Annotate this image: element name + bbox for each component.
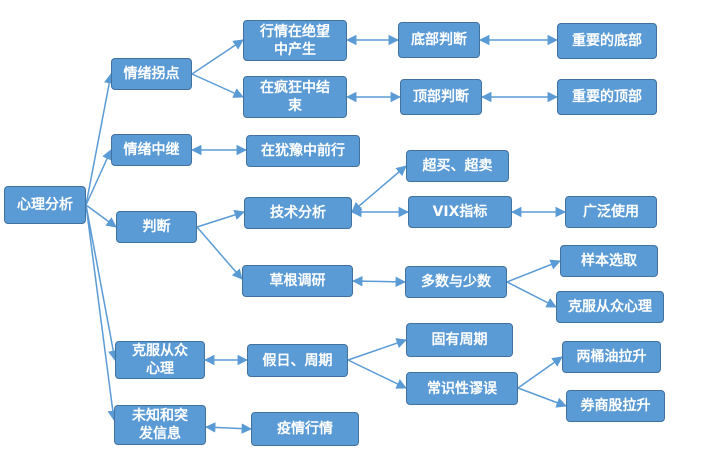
node-two-barrels-oil[interactable]: 两桶油拉升 — [562, 341, 661, 373]
node-root[interactable]: 心理分析 — [4, 186, 86, 224]
edge-majority-sample — [506, 259, 561, 283]
node-overcome-herd-branch[interactable]: 克服从众 心理 — [115, 341, 205, 379]
node-market-despair[interactable]: 行情在绝望 中产生 — [243, 20, 347, 61]
edge-pivot-frenzy — [191, 73, 244, 98]
node-grassroots-research[interactable]: 草根调研 — [242, 265, 353, 297]
node-inherent-cycle[interactable]: 固有周期 — [406, 323, 513, 357]
edge-grassroots-majority — [351, 275, 407, 288]
edge-holidays-inherent — [347, 338, 407, 361]
node-overbought-oversold[interactable]: 超买、超卖 — [406, 150, 509, 182]
edge-root-judgment — [85, 204, 117, 228]
node-bottom-judgment[interactable]: 底部判断 — [398, 22, 480, 58]
node-technical-analysis[interactable]: 技术分析 — [244, 197, 352, 229]
node-common-sense-fallacy[interactable]: 常识性谬误 — [406, 372, 518, 405]
edge-unknown-epidemic — [204, 422, 253, 434]
node-ends-in-frenzy[interactable]: 在疯狂中结 束 — [243, 76, 347, 118]
node-overcome-herd-right[interactable]: 克服从众心理 — [556, 291, 664, 323]
edge-root-overcome-herd — [85, 204, 119, 362]
node-epidemic-market[interactable]: 疫情行情 — [251, 412, 359, 446]
node-advance-in-hesitation[interactable]: 在犹豫中前行 — [246, 135, 360, 167]
edge-root-sentiment-pivot — [85, 72, 115, 206]
node-sentiment-pivot[interactable]: 情绪拐点 — [111, 58, 192, 90]
node-important-top[interactable]: 重要的顶部 — [557, 79, 657, 115]
edge-judgment-technical — [196, 209, 246, 228]
node-judgment[interactable]: 判断 — [116, 211, 197, 243]
edge-holidays-fallacy — [347, 359, 407, 389]
edge-fallacy-oil — [517, 356, 563, 389]
edge-judgment-grassroots — [196, 226, 243, 280]
edge-pivot-despair — [191, 39, 244, 75]
edge-root-sentiment-relay — [85, 149, 112, 206]
node-unknown-sudden[interactable]: 未知和突 发信息 — [114, 405, 206, 445]
edge-technical-overbought — [351, 165, 407, 213]
node-majority-minority[interactable]: 多数与少数 — [405, 266, 507, 298]
node-widely-used[interactable]: 广泛使用 — [565, 196, 657, 228]
node-top-judgment[interactable]: 顶部判断 — [400, 79, 482, 115]
edge-fallacy-brokerage — [517, 387, 567, 408]
node-sentiment-relay[interactable]: 情绪中继 — [111, 134, 192, 166]
node-sample-selection[interactable]: 样本选取 — [560, 245, 658, 277]
node-holidays-cycles[interactable]: 假日、周期 — [247, 344, 348, 377]
node-vix-indicator[interactable]: VIX指标 — [408, 196, 512, 228]
edge-root-unknown-sudden — [85, 204, 118, 422]
node-brokerage-stocks[interactable]: 券商股拉升 — [566, 390, 665, 422]
edge-majority-herd — [506, 281, 557, 308]
node-important-bottom[interactable]: 重要的底部 — [557, 23, 657, 59]
